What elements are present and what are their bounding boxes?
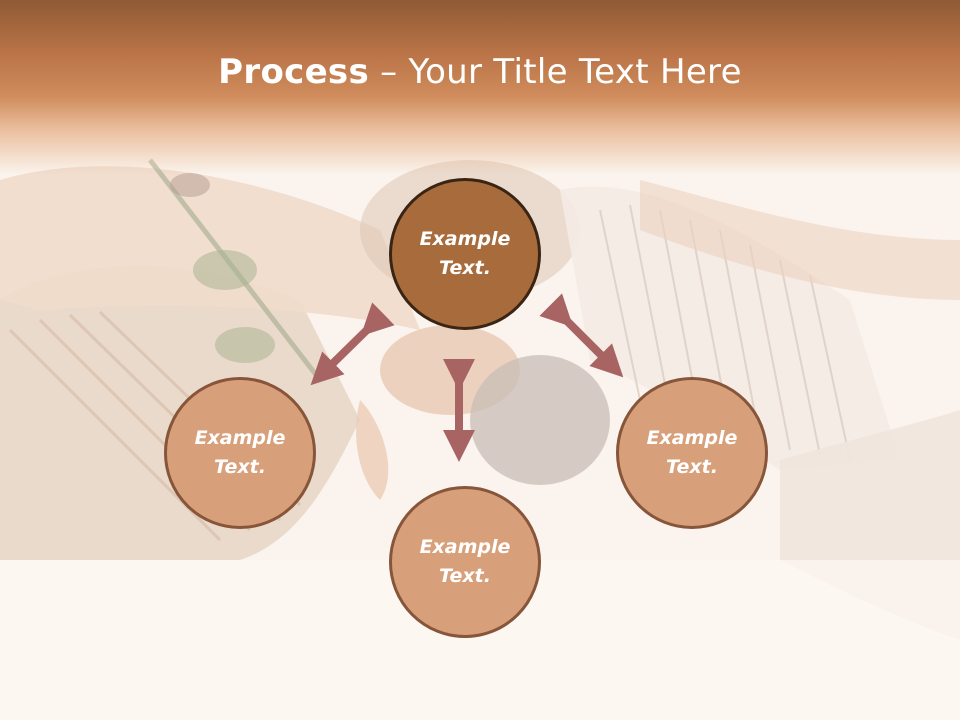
node-bottom-text: Example Text.	[419, 536, 511, 587]
node-top-text: Example Text.	[419, 228, 511, 279]
title-bold: Process	[218, 52, 370, 92]
node-bottom: Example Text.	[389, 486, 541, 638]
node-left-text: Example Text.	[194, 427, 286, 478]
title-banner	[0, 0, 960, 175]
node-right: Example Text.	[616, 377, 768, 529]
node-top: Example Text.	[389, 178, 541, 330]
arrow-top-right	[539, 293, 624, 378]
arrow-top-left	[310, 302, 395, 386]
node-left: Example Text.	[164, 377, 316, 529]
slide-title: Process – Your Title Text Here	[0, 52, 960, 92]
node-right-text: Example Text.	[646, 427, 738, 478]
title-rest: – Your Title Text Here	[369, 52, 742, 92]
